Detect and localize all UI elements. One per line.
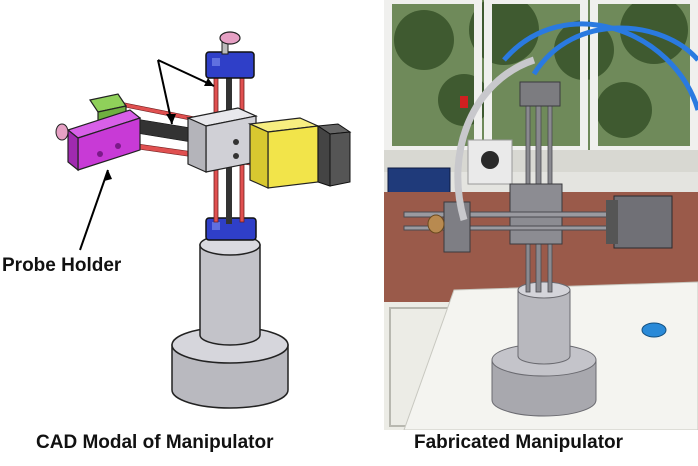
blue-cables [502, 21, 698, 111]
fabricated-photo [384, 0, 698, 430]
probe-holder-label: Probe Holder [2, 255, 122, 276]
arrow-head [166, 114, 176, 124]
aluminum-base [491, 281, 597, 417]
motor-body [316, 123, 352, 187]
blue-equipment [387, 167, 451, 195]
red-connector [460, 96, 468, 108]
photo-motor [613, 195, 673, 249]
pointer-arrows [79, 59, 215, 251]
fabricated-photo-panel [384, 0, 698, 430]
cad-model-illustration [55, 31, 352, 409]
fabricated-caption: Fabricated Manipulator [414, 432, 624, 453]
meter-dial [481, 151, 499, 169]
yellow-motor [247, 117, 321, 189]
column-cylinder [199, 234, 261, 346]
center-carriage [186, 107, 258, 173]
arrow-head [104, 170, 112, 181]
tape-roll [641, 322, 667, 338]
arrow-head [204, 78, 214, 86]
upper-blue-clamp [205, 31, 255, 79]
motor-flange [606, 200, 618, 244]
cad-caption: CAD Modal of Manipulator [36, 432, 274, 453]
gray-cable [454, 56, 536, 221]
photo-probe-holder [443, 201, 471, 253]
cork-knob [427, 214, 445, 234]
cad-model-panel: Probe Holder [2, 31, 352, 409]
top-block [519, 81, 561, 107]
probe-holder-model [55, 109, 142, 172]
